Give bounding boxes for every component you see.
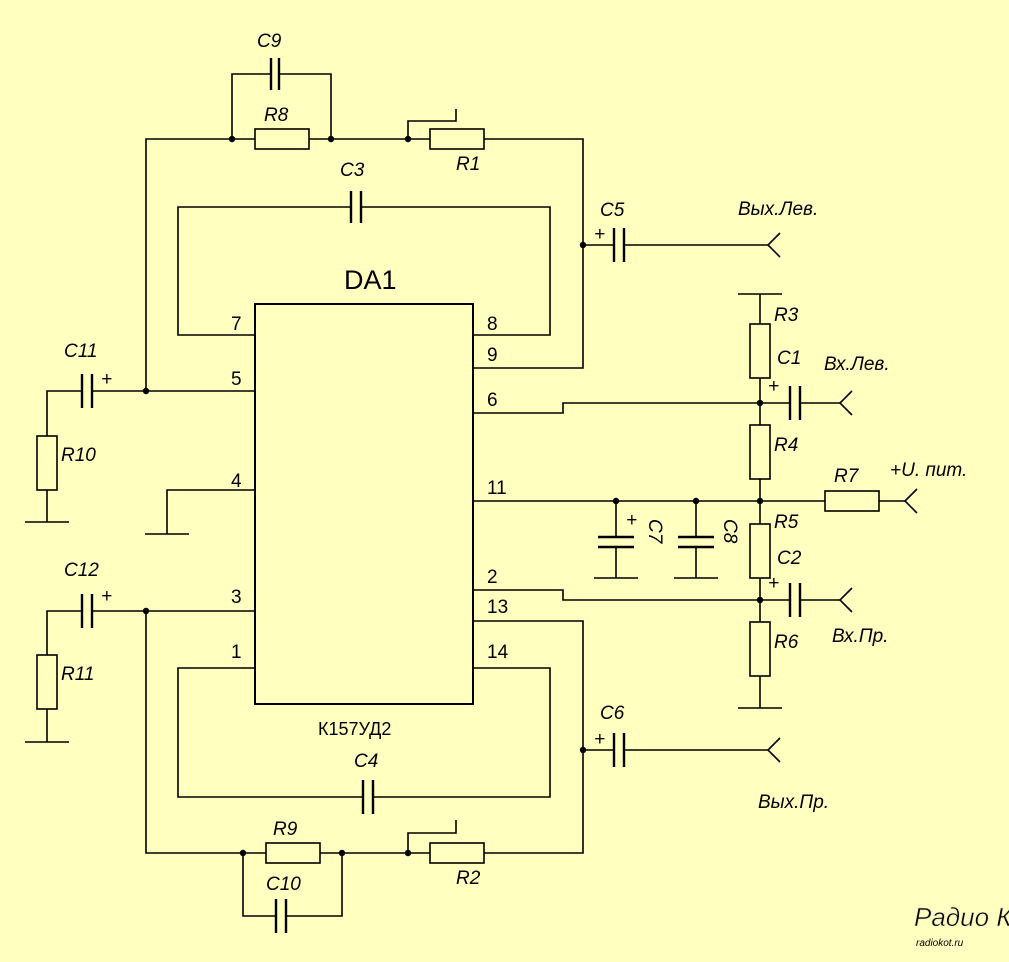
label-c11: C11 [64, 341, 97, 362]
label-c9: C9 [257, 31, 282, 52]
label-r6: R6 [774, 632, 799, 653]
resistor-r10-body [36, 435, 58, 491]
label-r9: R9 [273, 819, 298, 840]
pin-number: 9 [487, 345, 498, 366]
terminal-power-label: +U. пит. [890, 460, 967, 481]
capacitor-c12 [80, 594, 94, 628]
label-c4: C4 [354, 751, 378, 772]
pin-number: 14 [487, 642, 509, 663]
label-c1: C1 [777, 348, 801, 369]
wires [25, 73, 905, 917]
pin-number: 3 [231, 587, 242, 608]
resistor-r6-body [749, 621, 771, 677]
terminal-out-right-label: Вых.Пр. [758, 792, 829, 813]
label-r8: R8 [264, 105, 289, 126]
label-c7: C7 [644, 519, 665, 545]
resistor-r9-body [265, 842, 321, 864]
resistor-bodies [36, 128, 880, 864]
polarity-marks: + + + + + + + [101, 224, 779, 750]
pin-number: 5 [231, 369, 242, 390]
plus-mark-c6: + [594, 729, 605, 750]
watermark-logo: Радио КОТ [914, 902, 1009, 932]
capacitor-plates [80, 58, 802, 933]
pin-number: 1 [231, 642, 242, 663]
label-c2: C2 [777, 548, 802, 569]
label-r7: R7 [834, 466, 860, 487]
resistor-r3-body [749, 323, 771, 379]
plus-mark-c11: + [101, 369, 112, 390]
plus-mark-c1: + [768, 376, 779, 397]
capacitor-c9 [269, 58, 281, 90]
label-c10: C10 [266, 874, 301, 895]
terminal-power-symbol [903, 488, 918, 514]
pin-number: 13 [487, 597, 508, 618]
label-r10: R10 [61, 445, 96, 466]
capacitor-c4 [361, 780, 375, 814]
label-r1: R1 [456, 154, 480, 175]
label-c12: C12 [64, 560, 99, 581]
terminal-in-left-label: Вх.Лев. [824, 354, 890, 375]
resistor-r2-body [429, 842, 485, 864]
resistor-r4-body [749, 424, 771, 480]
terminal-symbols [766, 232, 918, 763]
label-r4: R4 [774, 435, 798, 456]
capacitor-c8 [678, 535, 714, 549]
capacitor-c7 [598, 535, 634, 549]
label-r3: R3 [774, 305, 799, 326]
pin-number: 7 [231, 314, 242, 335]
label-c6: C6 [600, 703, 625, 724]
plus-mark-c12: + [101, 586, 112, 607]
plus-mark-c2: + [768, 573, 779, 594]
capacitor-c1 [788, 386, 802, 420]
pin-number: 2 [487, 567, 498, 588]
pin-number: 4 [231, 471, 242, 492]
label-r5: R5 [774, 512, 799, 533]
plus-mark-c5: + [594, 224, 605, 245]
resistor-r7-body [824, 490, 880, 512]
label-c8: C8 [719, 519, 740, 544]
label-c3: C3 [340, 160, 365, 181]
terminal-out-left-symbol [766, 232, 781, 258]
capacitor-c5 [612, 228, 626, 262]
capacitor-c11 [80, 374, 94, 408]
terminal-in-left-symbol [838, 390, 853, 416]
capacitor-c6 [612, 733, 626, 767]
capacitor-c3 [349, 191, 363, 223]
capacitor-c2 [788, 583, 802, 617]
pin-number: 11 [487, 478, 507, 499]
chip-part-number: К157УД2 [318, 719, 391, 739]
pin-number: 6 [487, 390, 498, 411]
label-c5: C5 [600, 200, 625, 221]
terminal-out-right-symbol [766, 737, 781, 763]
label-r2: R2 [456, 868, 481, 889]
terminal-in-right-symbol [838, 587, 853, 613]
pin-number: 8 [487, 314, 498, 335]
resistor-r5-body [749, 523, 771, 579]
resistor-r11-body [36, 654, 58, 710]
label-r11: R11 [61, 664, 94, 685]
junction-dots [142, 135, 764, 857]
resistor-r8-body [254, 128, 310, 150]
watermark-site: radiokot.ru [916, 938, 964, 949]
terminal-in-right-label: Вх.Пр. [832, 626, 888, 647]
capacitor-c10 [274, 899, 288, 933]
chip-designator: DA1 [344, 265, 397, 295]
terminal-out-left-label: Вых.Лев. [738, 199, 818, 220]
resistor-r1-body [429, 128, 485, 150]
plus-mark-c7: + [626, 510, 637, 531]
chip-body [254, 303, 474, 705]
